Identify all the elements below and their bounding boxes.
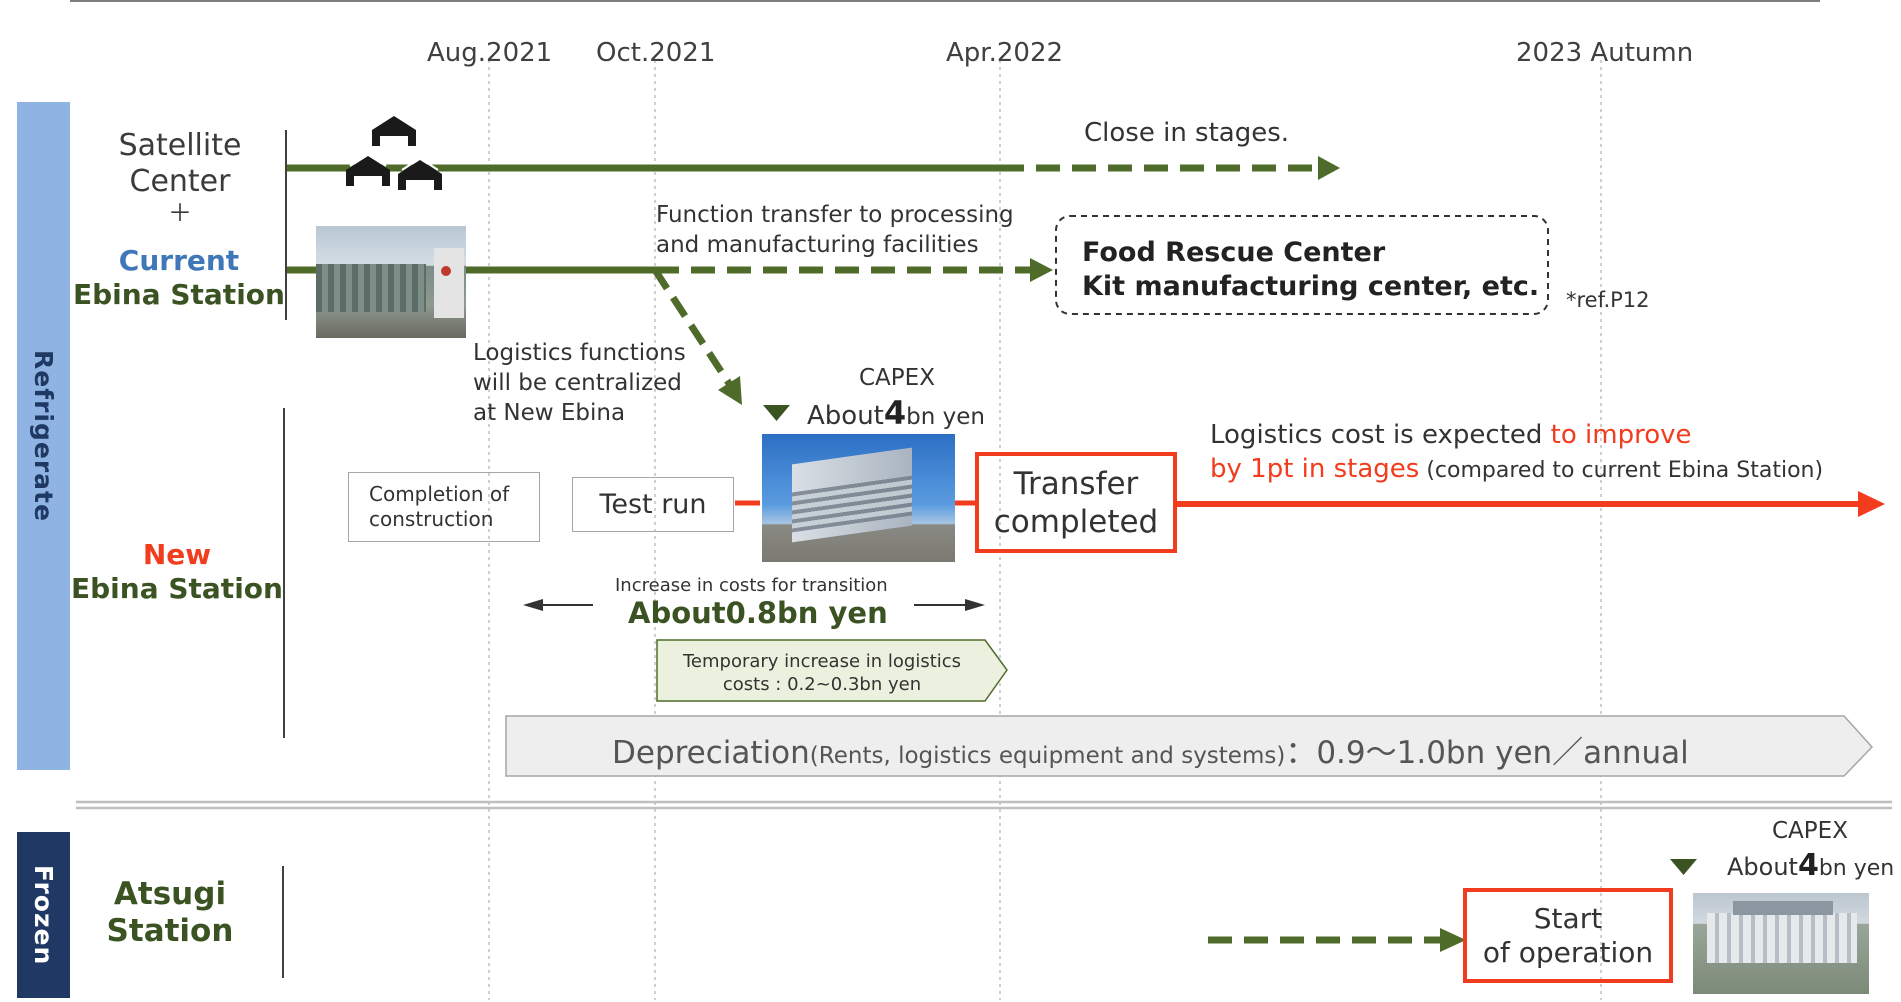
increase-label: Increase in costs for transition (615, 575, 888, 596)
top-rule (70, 0, 1820, 2)
frozen-capex-num: 4 (1797, 848, 1819, 883)
completion-box: Completion of construction (348, 472, 540, 542)
new-ebina-photo (762, 434, 955, 562)
atsugi-line2: Station (106, 913, 234, 950)
frozen-band: Frozen (17, 832, 70, 998)
cost-expect-line1: Logistics cost is expected (1210, 420, 1551, 450)
refrigerate-label: Refrigerate (29, 350, 58, 522)
logistics-line1: Logistics functions (473, 340, 686, 366)
capex-value: About4bn yen (807, 394, 985, 432)
temp-line1: Temporary increase in logistics (682, 651, 962, 672)
ref-text: *ref.P12 (1566, 288, 1650, 312)
frozen-capex-value: About4bn yen (1727, 848, 1894, 883)
row-current-ebina: Current Ebina Station (72, 244, 286, 311)
depreciation-shape (505, 715, 1874, 777)
test-run-box: Test run (572, 477, 734, 532)
start-operation-box: Start of operation (1463, 888, 1673, 983)
transfer-line1: Transfer (1013, 465, 1139, 502)
capex-label: CAPEX (859, 365, 935, 391)
completion-line2: construction (369, 507, 494, 531)
frozen-capex-label: CAPEX (1772, 818, 1848, 844)
logistics-functions-text: Logistics functions will be centralized … (473, 338, 686, 428)
frozen-capex-suffix: bn yen (1818, 856, 1895, 881)
satellite-line2: Center (129, 164, 231, 199)
start-line2: of operation (1482, 935, 1654, 969)
depreciation-sub: (Rents, logistics equipment and systems) (809, 743, 1286, 769)
frozen-label: Frozen (29, 864, 58, 966)
current-ebina-photo (316, 226, 466, 338)
transfer-completed-box: Transfer completed (975, 452, 1177, 553)
frozen-capex-prefix: About (1727, 853, 1798, 881)
date-guides (488, 60, 1602, 1000)
depreciation-value: ：0.9～1.0bn yen／annual (1285, 735, 1689, 771)
food-rescue-text: Food Rescue Center Kit manufacturing cen… (1082, 236, 1539, 304)
capex-prefix: About (807, 401, 884, 431)
depreciation-text: Depreciation(Rents, logistics equipment … (612, 727, 1689, 772)
test-run-label: Test run (599, 489, 707, 520)
refrigerate-band: Refrigerate (17, 102, 70, 770)
capex-suffix: bn yen (906, 404, 985, 430)
depreciation-main: Depreciation (612, 735, 810, 771)
function-transfer-line1: Function transfer to processing (656, 202, 1014, 228)
food-rescue-line2: Kit manufacturing center, etc. (1082, 271, 1540, 302)
satellite-plus: ＋ (168, 199, 192, 227)
atsugi-photo (1693, 893, 1869, 994)
date-oct-2021: Oct.2021 (596, 38, 716, 68)
warehouse-icons (346, 112, 442, 190)
date-2023-autumn: 2023 Autumn (1516, 38, 1694, 68)
new-line2: Ebina Station (71, 571, 283, 605)
date-apr-2022: Apr.2022 (946, 38, 1064, 68)
increase-value: About0.8bn yen (628, 596, 888, 630)
capex-num: 4 (883, 394, 907, 432)
row-new-ebina: New Ebina Station (70, 538, 284, 605)
temp-line2: costs : 0.2~0.3bn yen (722, 674, 922, 695)
start-line1: Start (1533, 901, 1603, 935)
temporary-increase-text: Temporary increase in logistics costs : … (657, 650, 987, 696)
transfer-line2: completed (993, 503, 1159, 540)
row-satellite-center: Satellite Center ＋ (96, 128, 264, 226)
food-rescue-line1: Food Rescue Center (1082, 237, 1386, 268)
function-transfer-line2: and manufacturing facilities (656, 232, 979, 258)
cost-expect-red2: by 1pt in stages (1210, 454, 1420, 484)
current-line1: Current (118, 244, 240, 277)
logistics-line2: will be centralized (473, 370, 682, 396)
atsugi-line1: Atsugi (113, 876, 227, 912)
satellite-line1: Satellite (118, 128, 242, 163)
cost-expectation-text: Logistics cost is expected to improve by… (1210, 418, 1823, 488)
food-rescue-box (1055, 215, 1549, 315)
row-atsugi: Atsugi Station (86, 876, 254, 950)
close-in-stages-text: Close in stages. (1084, 118, 1290, 148)
function-transfer-text: Function transfer to processing and manu… (656, 200, 1014, 260)
current-line2: Ebina Station (73, 277, 285, 311)
cost-expect-red1: to improve (1550, 420, 1692, 450)
logistics-line3: at New Ebina (473, 400, 626, 426)
new-line1: New (142, 538, 212, 571)
cost-expect-note: (compared to current Ebina Station) (1419, 458, 1824, 483)
date-aug-2021: Aug.2021 (427, 38, 553, 68)
completion-line1: Completion of (369, 482, 510, 506)
temporary-increase-shape (656, 639, 1008, 702)
